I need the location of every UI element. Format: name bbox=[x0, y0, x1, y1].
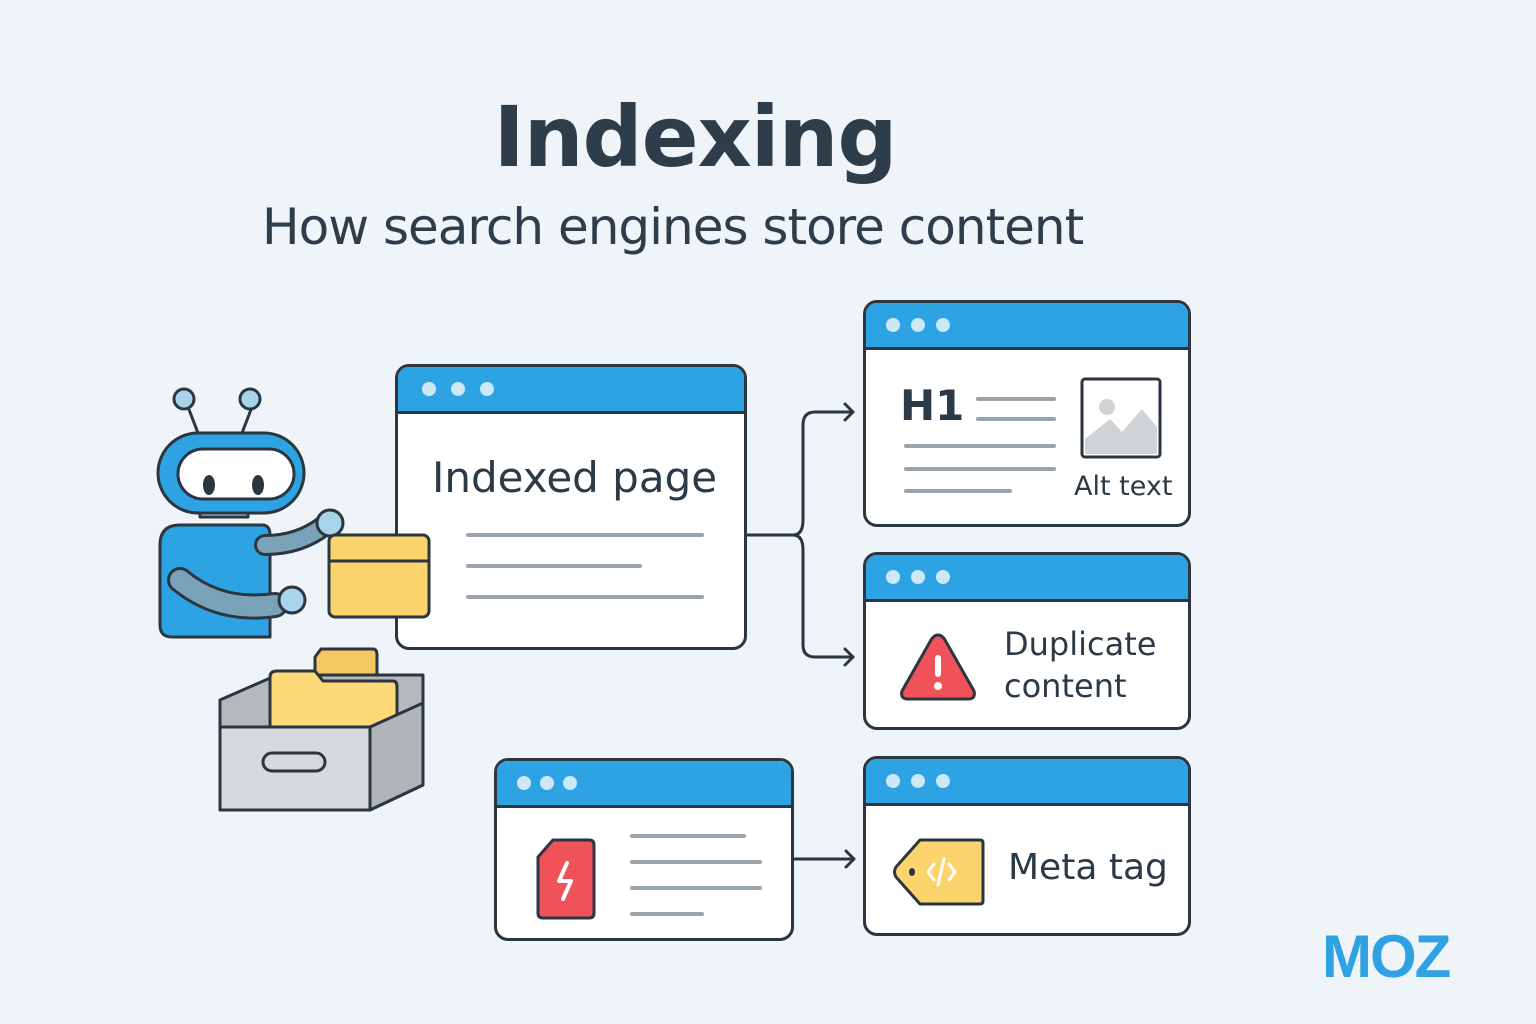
meta-tag-label: Meta tag bbox=[1008, 847, 1168, 888]
h1-alt-text-window: H1 Alt text bbox=[863, 300, 1191, 527]
indexed-page-window: Indexed page bbox=[395, 364, 747, 650]
window-titlebar bbox=[866, 555, 1188, 602]
duplicate-label-line1: Duplicate bbox=[1004, 625, 1157, 663]
lightning-document-icon bbox=[536, 838, 596, 920]
file-drawer-icon bbox=[218, 647, 425, 812]
robot-crawler-icon bbox=[156, 387, 345, 639]
image-icon bbox=[1080, 377, 1162, 459]
duplicate-label-line2: content bbox=[1004, 667, 1127, 705]
code-tag-icon bbox=[893, 838, 985, 906]
window-titlebar bbox=[398, 367, 744, 414]
page-title: Indexing bbox=[493, 88, 897, 186]
duplicate-content-window: Duplicate content bbox=[863, 552, 1191, 730]
connector-arrows bbox=[745, 402, 855, 667]
warning-triangle-icon bbox=[900, 633, 976, 701]
moz-logo: MOZ bbox=[1322, 923, 1451, 990]
amp-page-window bbox=[494, 758, 794, 941]
page-subtitle: How search engines store content bbox=[262, 198, 1084, 256]
folder-icon bbox=[327, 533, 431, 619]
alt-text-caption: Alt text bbox=[1074, 471, 1173, 502]
window-titlebar bbox=[866, 759, 1188, 806]
connector-arrow-meta bbox=[792, 849, 856, 869]
h1-label: H1 bbox=[900, 381, 965, 430]
indexed-page-label: Indexed page bbox=[432, 453, 718, 502]
window-titlebar bbox=[866, 303, 1188, 350]
meta-tag-window: Meta tag bbox=[863, 756, 1191, 936]
window-titlebar bbox=[497, 761, 791, 808]
